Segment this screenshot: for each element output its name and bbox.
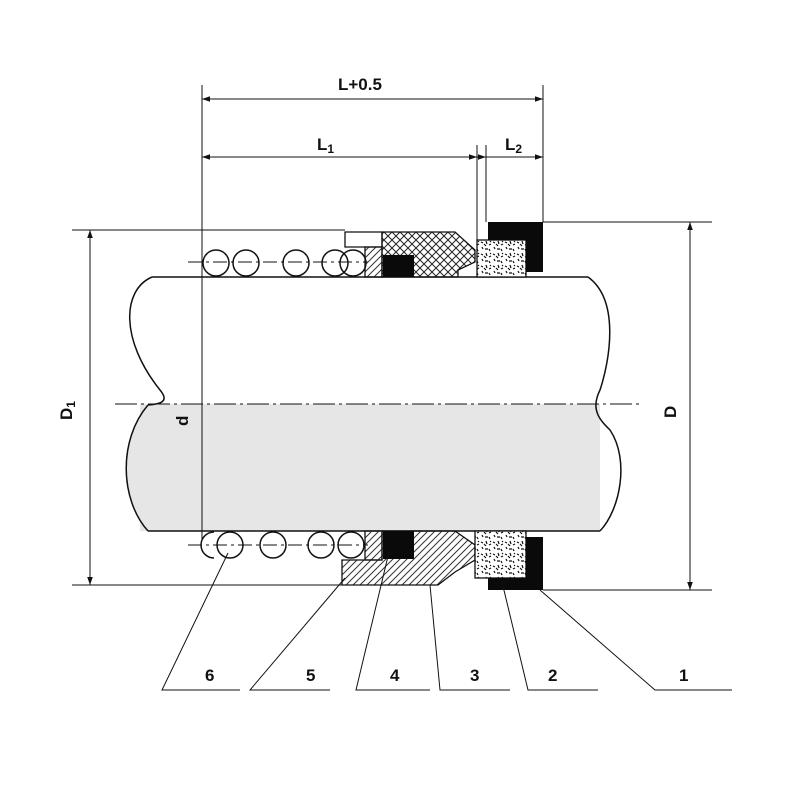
dim-d1-label: D1 <box>57 401 78 420</box>
spring-coil <box>307 531 335 559</box>
leader-4 <box>355 551 430 691</box>
dim-overall-label: L+0.5 <box>338 75 382 94</box>
retainer-hatched-upper <box>364 246 383 278</box>
dim-d1-base: D <box>57 408 76 420</box>
shaft-left-end <box>128 276 165 406</box>
callout-2: 2 <box>548 666 557 685</box>
callout-1: 1 <box>679 666 688 685</box>
stationary-seat-lower <box>474 530 527 579</box>
leader-1 <box>539 589 732 691</box>
spring-coil <box>232 249 260 277</box>
dim-d-shaft-label: d <box>173 416 192 426</box>
seat-rubber-upper <box>488 222 543 272</box>
spring-coil <box>216 531 244 559</box>
seat-rubber-lower <box>488 537 543 590</box>
leader-5 <box>248 577 346 691</box>
spring-coil <box>202 249 230 277</box>
dim-D-label: D <box>661 406 680 418</box>
leader-6 <box>161 552 240 691</box>
callout-4: 4 <box>390 666 400 685</box>
shaft <box>115 276 640 532</box>
retainer-hatched-lower <box>364 530 383 561</box>
upper-seal <box>188 222 543 278</box>
dimensions: L+0.5 L1 L2 D1 d D <box>57 75 712 591</box>
callout-3: 3 <box>470 666 479 685</box>
spring-coil <box>259 531 287 559</box>
leader-3 <box>429 584 510 691</box>
dim-l2-sub: 2 <box>515 142 522 156</box>
dim-l2-label: L2 <box>505 135 522 156</box>
spring-coil <box>339 249 367 277</box>
shaft-right-end <box>587 276 622 532</box>
spring-coil <box>321 249 349 277</box>
callout-6: 6 <box>205 666 214 685</box>
dim-l1-sub: 1 <box>327 142 334 156</box>
spring-coil <box>282 249 310 277</box>
spring-coil <box>337 531 365 559</box>
callout-5: 5 <box>306 666 315 685</box>
leader-2 <box>501 581 598 691</box>
spring-retainer-upper <box>344 231 383 248</box>
shaft-left-end-lower <box>125 404 149 532</box>
dim-d1-sub: 1 <box>64 401 78 408</box>
shaft-lower-half <box>140 404 600 531</box>
o-ring-lower <box>383 531 414 559</box>
dim-l1-label: L1 <box>317 135 334 156</box>
o-ring-upper <box>383 255 414 277</box>
dim-l1-base: L <box>317 135 327 154</box>
stationary-seat-upper <box>476 239 527 278</box>
spring-coil-half <box>200 531 215 559</box>
lower-seal <box>188 530 543 590</box>
dim-l2-base: L <box>505 135 515 154</box>
callouts: 6 5 4 3 2 1 <box>161 551 732 691</box>
